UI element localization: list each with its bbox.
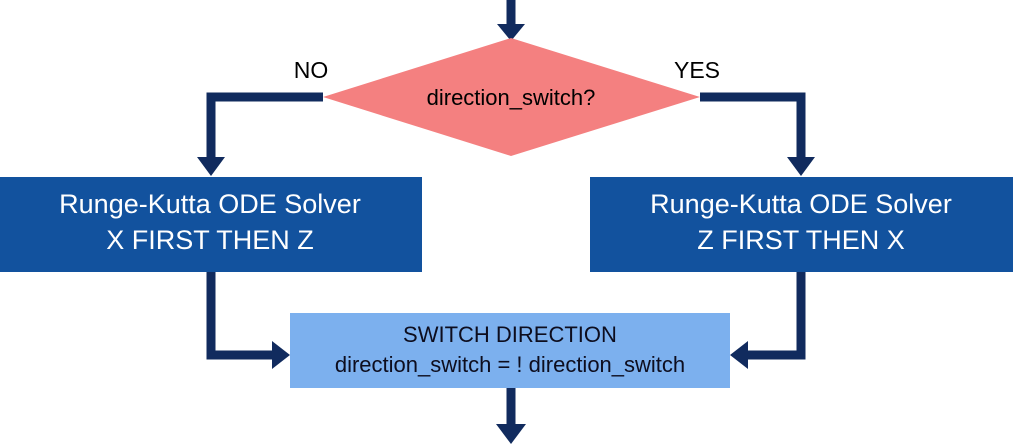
exit-arrow-from-switch	[496, 388, 526, 444]
no-branch-label: NO	[294, 57, 329, 83]
right-process-line1: Runge-Kutta ODE Solver	[650, 189, 952, 219]
right-process-line2: Z FIRST THEN X	[697, 225, 905, 255]
yes-branch-to-right-process	[700, 92, 815, 176]
runge-kutta-x-first[interactable]: Runge-Kutta ODE Solver X FIRST THEN Z	[0, 177, 422, 272]
left-process-to-switch	[206, 272, 290, 369]
no-branch-to-left-process	[197, 92, 323, 176]
switch-direction[interactable]: SWITCH DIRECTION direction_switch = ! di…	[290, 313, 730, 388]
direction-switch-decision[interactable]: direction_switch?	[323, 38, 700, 156]
left-process-line1: Runge-Kutta ODE Solver	[59, 189, 361, 219]
runge-kutta-z-first[interactable]: Runge-Kutta ODE Solver Z FIRST THEN X	[590, 177, 1013, 272]
right-process-to-switch	[730, 272, 806, 369]
switch-line1: SWITCH DIRECTION	[403, 322, 617, 347]
left-process-line2: X FIRST THEN Z	[106, 225, 314, 255]
decision-label: direction_switch?	[427, 85, 596, 110]
switch-line2: direction_switch = ! direction_switch	[335, 352, 685, 377]
entry-arrow-into-decision	[497, 0, 525, 41]
yes-branch-label: YES	[674, 57, 720, 83]
